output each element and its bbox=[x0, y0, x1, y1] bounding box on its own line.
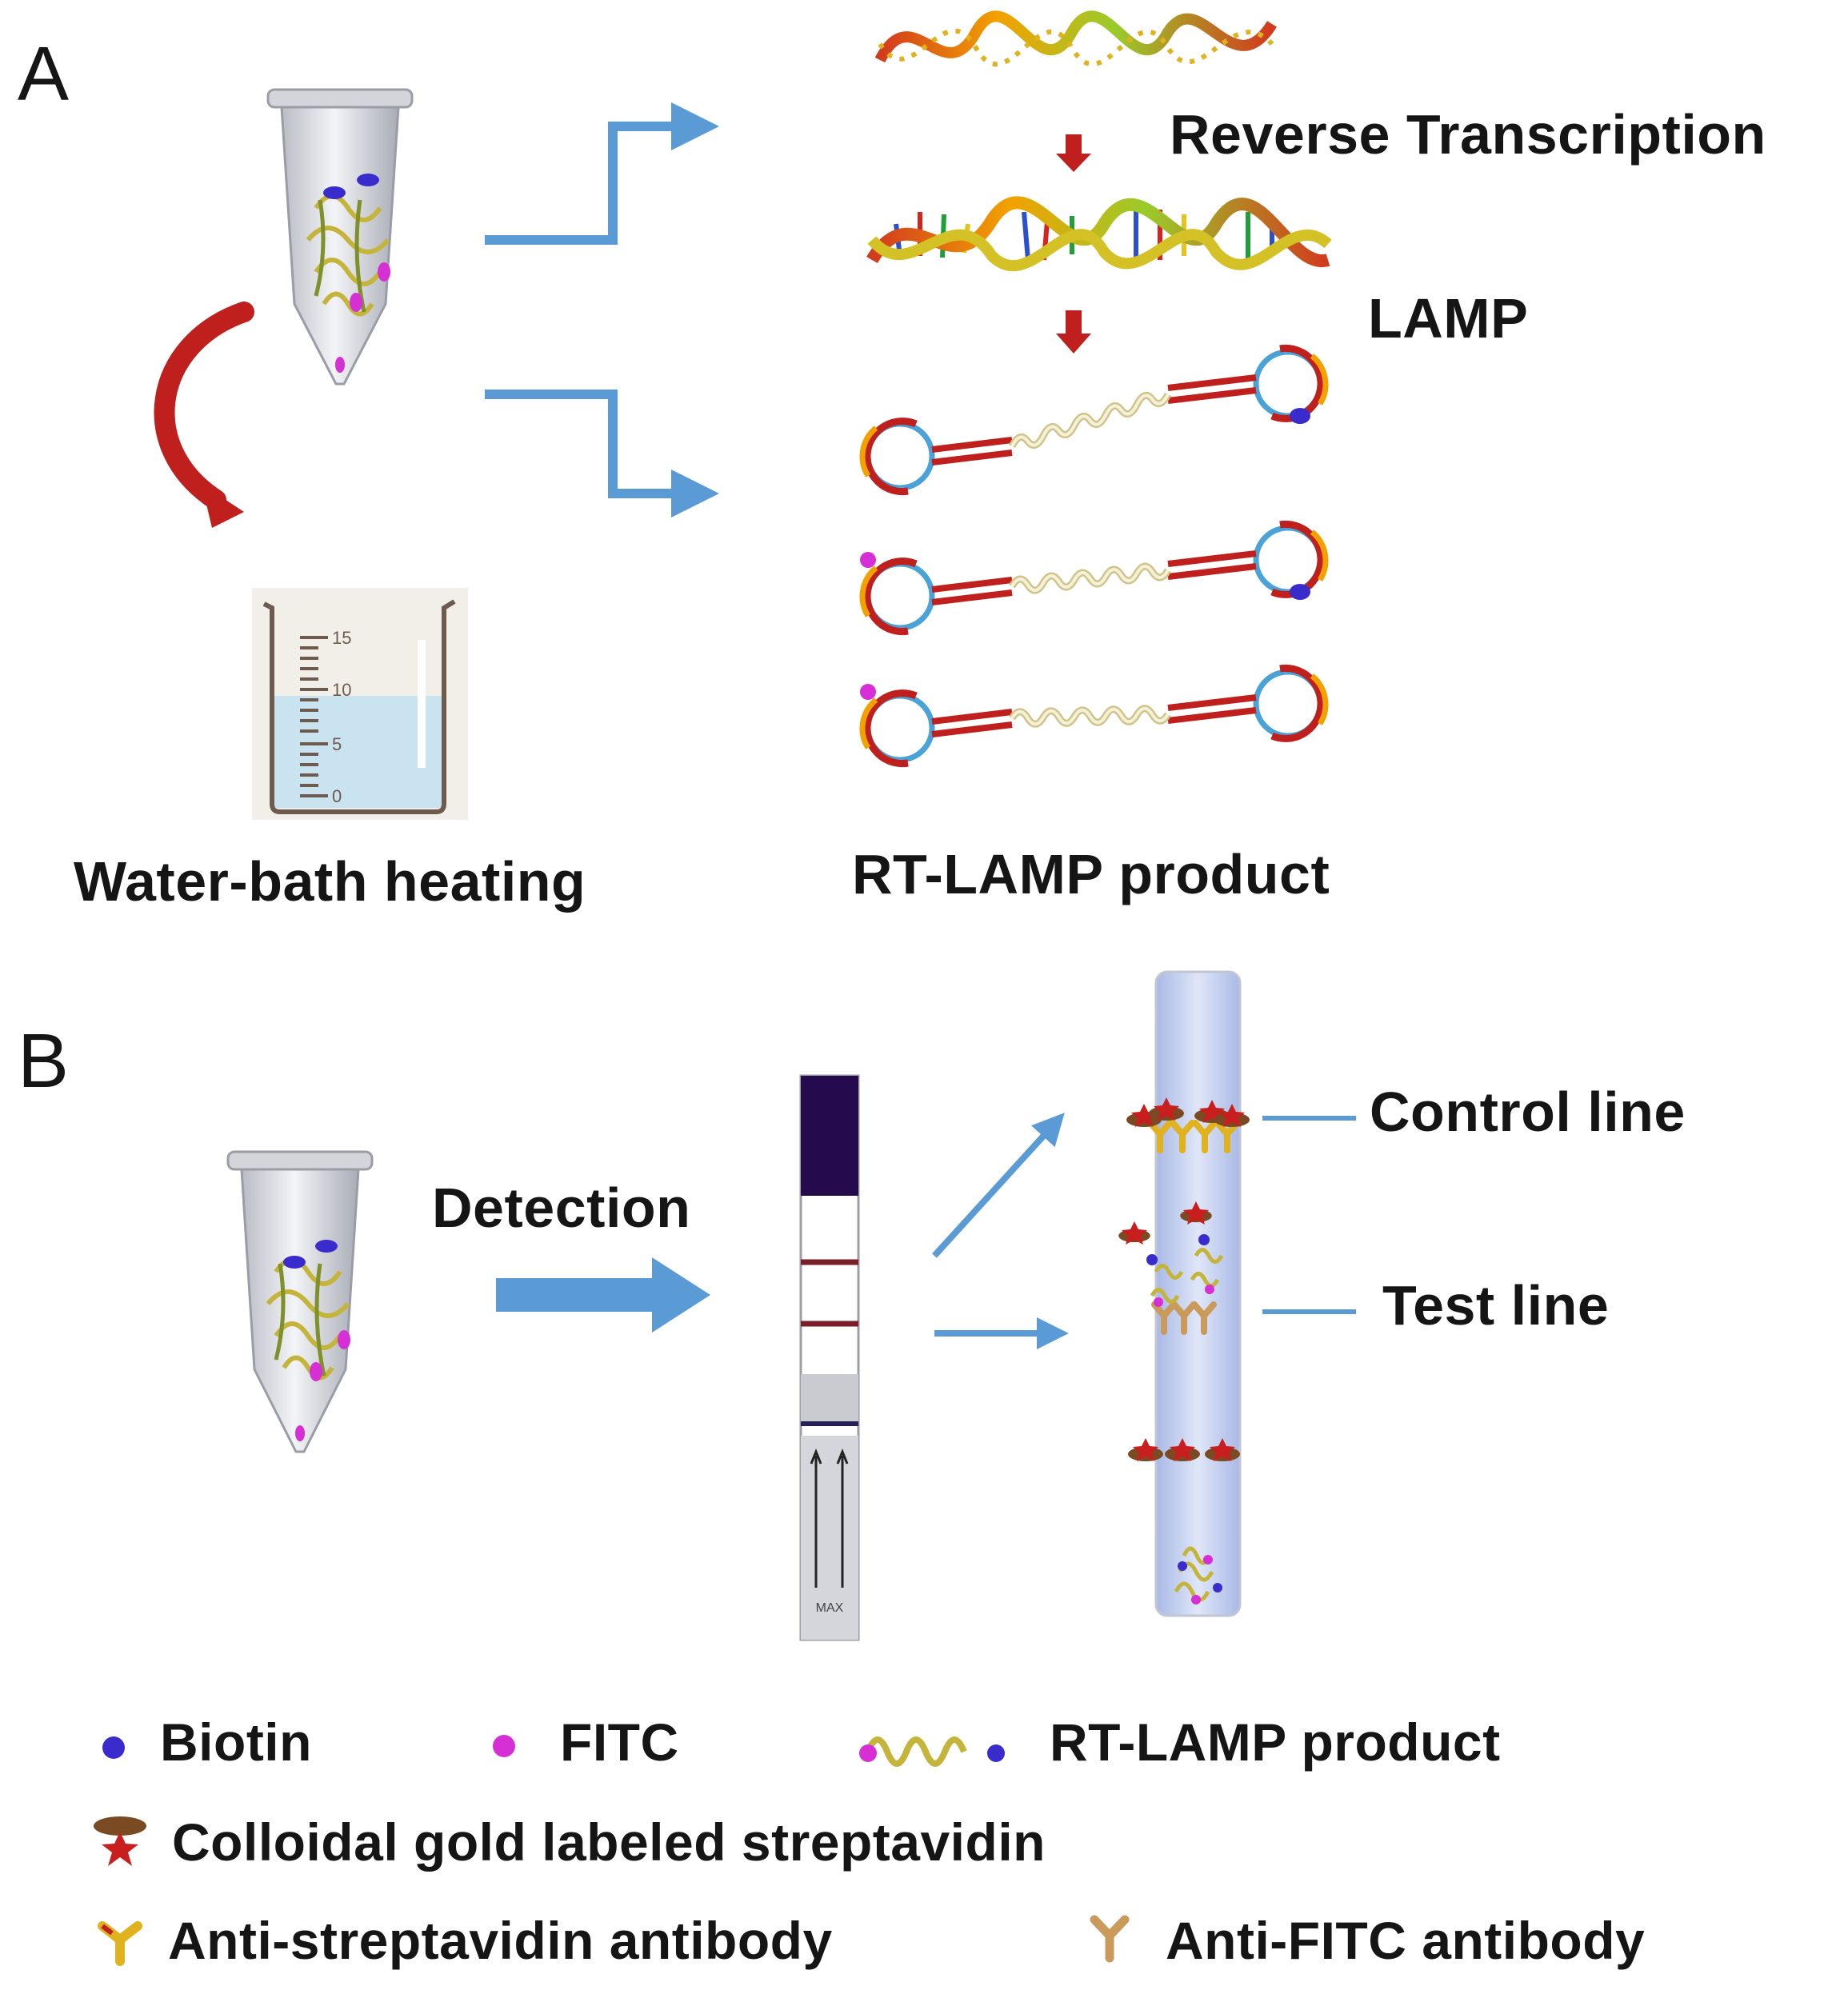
colloidal-gold-streptavidin-icon bbox=[94, 1816, 146, 1866]
antibody-glyph bbox=[1171, 1301, 1197, 1335]
gold-streptavidin-glyph bbox=[1165, 1438, 1200, 1461]
antibody-glyph bbox=[1170, 1120, 1195, 1153]
beaker-tick-0: 0 bbox=[332, 786, 342, 806]
test-line-complexes bbox=[1118, 1201, 1224, 1335]
sample-pad bbox=[801, 1076, 858, 1196]
gold-streptavidin-glyph bbox=[1180, 1201, 1212, 1225]
beaker-tick-5: 5 bbox=[332, 734, 342, 754]
gold-streptavidin-glyph bbox=[1149, 1097, 1184, 1121]
biotin-icon bbox=[102, 1736, 125, 1759]
lamp-label: LAMP bbox=[1368, 287, 1529, 350]
control-line-complexes bbox=[1126, 1097, 1250, 1153]
upper-step-arrow bbox=[485, 102, 719, 245]
control-line-label: Control line bbox=[1370, 1081, 1686, 1143]
red-down-arrows bbox=[1056, 134, 1091, 354]
rna-strand bbox=[874, 10, 1277, 67]
legend-anti-streptavidin: Anti-streptavidin antibody bbox=[168, 1911, 833, 1970]
legend-colloidal-gold: Colloidal gold labeled streptavidin bbox=[172, 1812, 1046, 1872]
sample-tube-a bbox=[266, 88, 414, 386]
gold-conjugate-row bbox=[1128, 1438, 1240, 1461]
curved-heating-arrow bbox=[154, 302, 254, 528]
dna-double-helix bbox=[866, 196, 1332, 272]
strip-max-mark: MAX bbox=[816, 1601, 844, 1615]
antibody-glyph bbox=[1147, 1120, 1173, 1153]
detection-label: Detection bbox=[432, 1177, 691, 1239]
gold-streptavidin-glyph bbox=[1118, 1221, 1150, 1245]
rt-lamp-product-icon bbox=[859, 1736, 1005, 1767]
gold-streptavidin-glyph bbox=[1128, 1438, 1163, 1461]
antibody-glyph bbox=[1192, 1120, 1218, 1153]
membrane-magnified bbox=[1118, 970, 1250, 1617]
panel-label-a: A bbox=[18, 31, 70, 117]
fitc-icon bbox=[493, 1735, 515, 1757]
zoom-arrows bbox=[932, 1113, 1069, 1349]
antibody-glyph bbox=[1151, 1301, 1177, 1335]
gold-streptavidin-glyph bbox=[1205, 1438, 1240, 1461]
anti-fitc-antibody-icon bbox=[1090, 1915, 1130, 1963]
panel-label-b: B bbox=[18, 1018, 70, 1104]
legend-biotin: Biotin bbox=[160, 1712, 312, 1772]
sample-tube-b bbox=[226, 1150, 374, 1453]
rt-lamp-product-caption: RT-LAMP product bbox=[852, 843, 1330, 905]
legend-anti-fitc: Anti-FITC antibody bbox=[1166, 1911, 1646, 1970]
anti-streptavidin-antibody-icon bbox=[98, 1921, 142, 1966]
test-line-label: Test line bbox=[1382, 1274, 1610, 1337]
legend-rt-lamp-product: RT-LAMP product bbox=[1050, 1712, 1501, 1772]
reverse-transcription-label: Reverse Transcription bbox=[1170, 103, 1766, 166]
arrow-to-control bbox=[932, 1113, 1065, 1258]
gold-streptavidin-glyph bbox=[1214, 1104, 1250, 1127]
beaker-icon: 15 10 5 0 bbox=[252, 588, 468, 820]
lamp-products bbox=[859, 344, 1329, 768]
step-arrows bbox=[485, 102, 719, 517]
test-strip: MAX bbox=[799, 1074, 860, 1641]
detection-arrow bbox=[496, 1257, 710, 1333]
lower-step-arrow bbox=[485, 390, 719, 517]
beaker-tick-10: 10 bbox=[332, 680, 351, 700]
lamp-dumbbell bbox=[859, 664, 1329, 768]
lamp-dumbbell bbox=[859, 520, 1329, 636]
lamp-dumbbell bbox=[859, 344, 1329, 496]
antibody-glyph bbox=[1191, 1301, 1217, 1335]
legend-icons bbox=[94, 1735, 1130, 1966]
beaker-tick-15: 15 bbox=[332, 628, 351, 648]
water-bath-caption: Water-bath heating bbox=[74, 850, 586, 913]
sample-amplicon bbox=[1174, 1546, 1222, 1604]
legend-fitc: FITC bbox=[560, 1712, 679, 1772]
